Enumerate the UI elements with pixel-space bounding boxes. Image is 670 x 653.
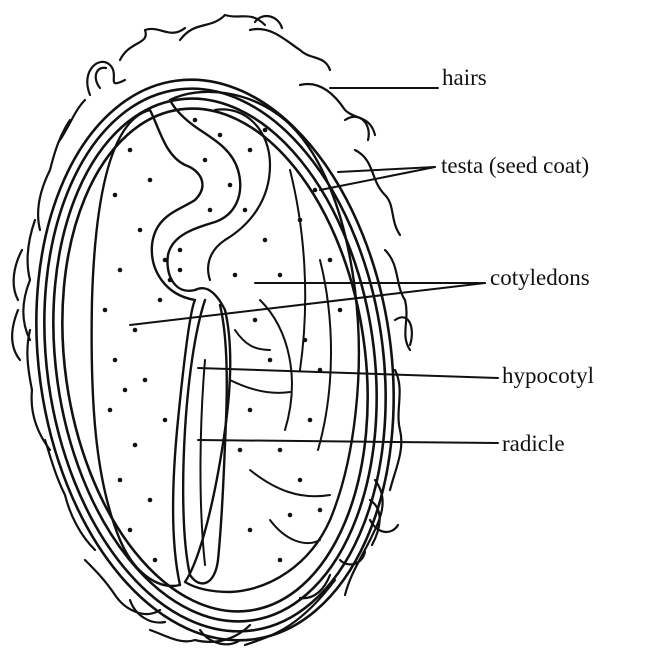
leader-radicle bbox=[198, 440, 498, 443]
hypocotyl-radicle-axis bbox=[183, 300, 227, 583]
label-testa-seed-coat: testa (seed coat) bbox=[441, 154, 589, 177]
label-radicle: radicle bbox=[502, 432, 565, 455]
label-hypocotyl: hypocotyl bbox=[502, 364, 594, 387]
label-cotyledons: cotyledons bbox=[490, 266, 590, 289]
testa-rings bbox=[1, 56, 428, 653]
leader-lines bbox=[130, 88, 498, 443]
leader-hypocotyl bbox=[198, 368, 498, 378]
label-hairs: hairs bbox=[442, 66, 487, 89]
cotyledon-left bbox=[92, 110, 203, 586]
